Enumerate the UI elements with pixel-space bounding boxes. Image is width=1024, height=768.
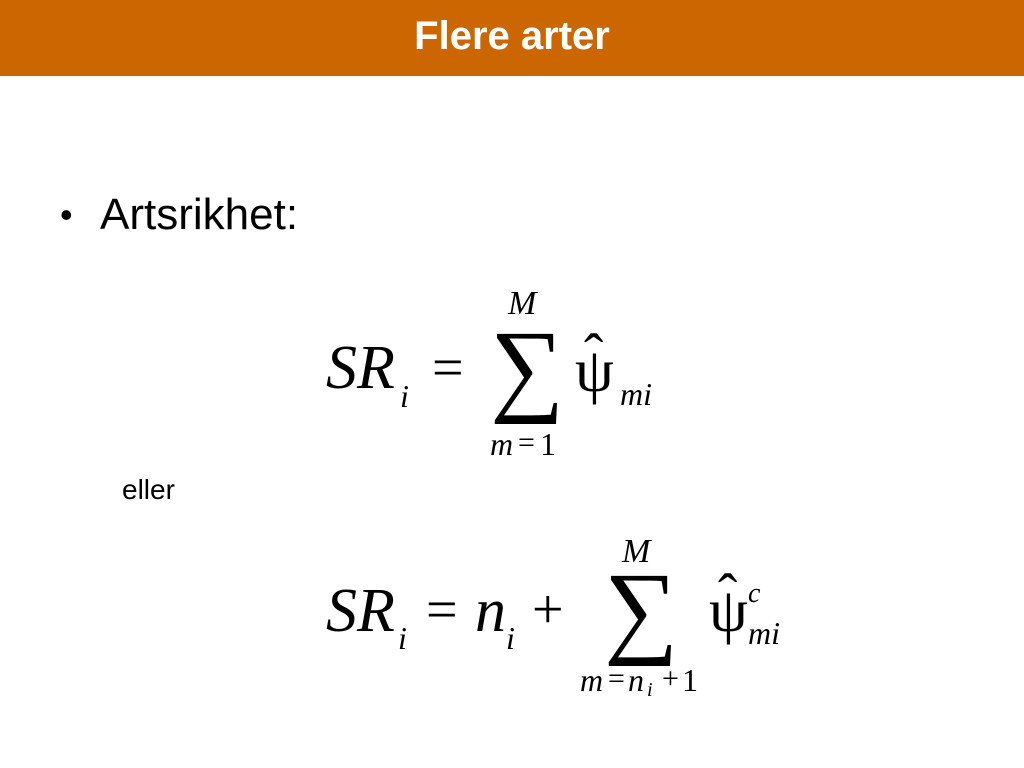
formula2-n: n (475, 577, 506, 645)
formula1-upper-limit: M (508, 285, 537, 322)
formula2-sum-symbol: ∑ (604, 552, 679, 667)
formula1-lhs-subscript: i (400, 378, 409, 414)
formula1-lower-var: m (490, 426, 514, 462)
bullet-icon: • (60, 194, 73, 235)
header-bar: Flere arter (0, 0, 1024, 76)
formula2-n-subscript: i (506, 620, 515, 656)
formula2-lower-plus: + (662, 662, 679, 695)
formula1-lower-number: 1 (540, 426, 556, 462)
bullet-item: • Artsrikhet: (60, 190, 298, 240)
connector-text: eller (122, 474, 175, 505)
formula1-lhs: SR (326, 334, 395, 402)
formula2-lower-n: n (628, 662, 644, 698)
formula2-psi-subscript: mi (748, 615, 780, 651)
formula2-lower-equals: = (608, 662, 625, 695)
formula2-lhs: SR (326, 577, 395, 645)
formula2-plus: + (532, 579, 564, 641)
formula1-lower-equals: = (518, 426, 535, 459)
formula2-psi-superscript: c (748, 578, 761, 609)
formula2-lhs-subscript: i (398, 620, 407, 656)
formula1-psi-subscript: mi (620, 376, 652, 412)
bullet-text: Artsrikhet: (100, 190, 299, 239)
formula2-upper-limit: M (622, 533, 651, 570)
formula2-equals: = (426, 579, 458, 641)
formula2-psi: ψ (709, 577, 748, 645)
formula1-hat: ˆ (584, 322, 604, 387)
formula1-sum-symbol: ∑ (490, 310, 565, 425)
formula1-equals: = (432, 337, 464, 399)
slide-title: Flere arter (414, 13, 610, 58)
formula2-lower-n-subscript: i (647, 679, 653, 701)
formula2-hat: ˆ (718, 562, 738, 627)
formula2-lower-number: 1 (682, 662, 698, 698)
formula2-lower-var: m (580, 662, 604, 698)
formula1-psi: ψ (575, 337, 614, 405)
